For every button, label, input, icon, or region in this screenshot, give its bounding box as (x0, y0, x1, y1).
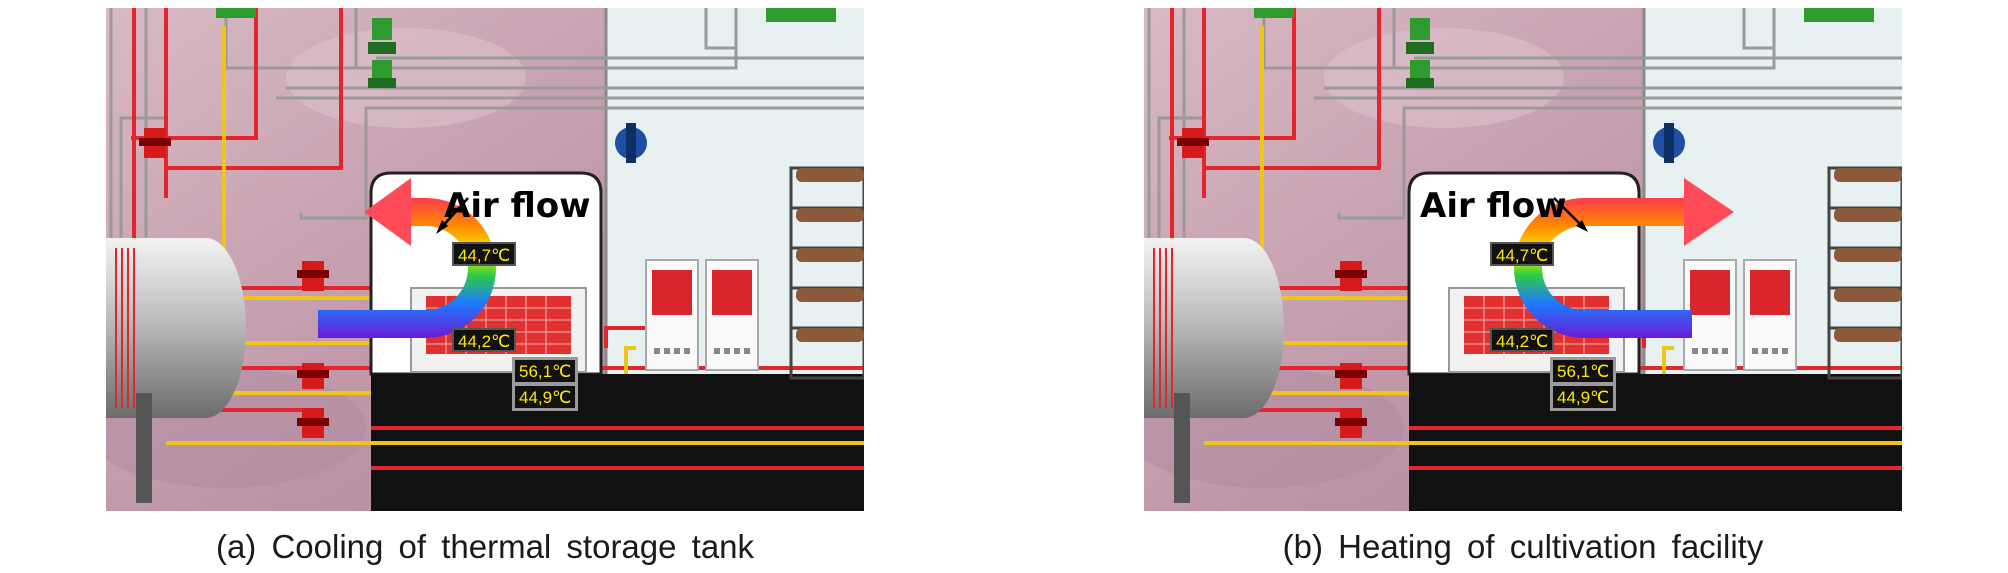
temp-readout-pipe-hot: 56,1℃ (512, 357, 579, 385)
airflow-label: Air flow (444, 186, 591, 226)
temp-readout-lower: 44,2℃ (1490, 328, 1555, 352)
temp-readout-upper: 44,7℃ (452, 242, 517, 266)
caption-a: (a) Cooling of thermal storage tank (215, 528, 755, 565)
scada-diagram-a (106, 8, 864, 511)
temp-readout-upper: 44,7℃ (1490, 242, 1555, 266)
scada-diagram-b (1144, 8, 1902, 511)
airflow-arrow-left (318, 178, 496, 338)
temp-readout-pipe-hot: 56,1℃ (1550, 357, 1617, 385)
temp-readout-pipe-cold: 44,9℃ (512, 383, 579, 411)
temp-readout-pipe-cold: 44,9℃ (1550, 383, 1617, 411)
caption-b: (b) Heating of cultivation facility (1282, 528, 1764, 565)
temp-readout-lower: 44,2℃ (452, 328, 517, 352)
panel-cooling: Air flow 44,7℃ 44,2℃ 56,1℃ 44,9℃ (106, 8, 864, 511)
airflow-label: Air flow (1420, 186, 1567, 226)
airflow-arrow-right (1514, 178, 1734, 338)
panel-heating: Air flow 44,7℃ 44,2℃ 56,1℃ 44,9℃ (1144, 8, 1902, 511)
